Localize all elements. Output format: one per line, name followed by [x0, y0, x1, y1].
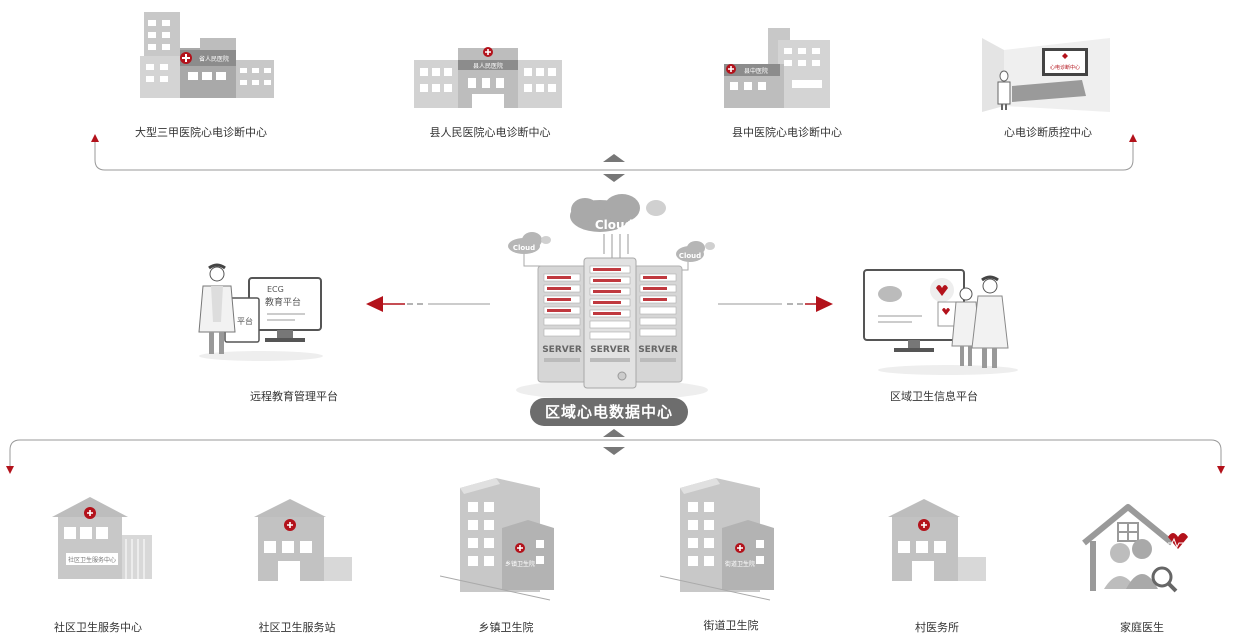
server-right: SERVER: [633, 265, 683, 383]
svg-text:社区卫生服务中心: 社区卫生服务中心: [68, 556, 116, 564]
bottom-node-label-4: 街道卫生院: [703, 619, 759, 632]
svg-text:ECG: ECG: [267, 285, 284, 294]
svg-text:街道卫生院: 街道卫生院: [725, 560, 755, 568]
right-horizontal-arrow: [718, 296, 833, 312]
svg-text:Cloud: Cloud: [679, 252, 701, 260]
bottom-node-label-1: 社区卫生服务中心: [54, 621, 142, 634]
svg-text:县中医院: 县中医院: [744, 67, 768, 75]
top-node-label-3: 县中医院心电诊断中心: [732, 126, 842, 139]
remote-education-icon: ECG 教育平台 平台: [198, 263, 323, 361]
svg-text:心电诊断中心: 心电诊断中心: [1050, 64, 1080, 71]
left-cloud-icon: Cloud: [508, 232, 551, 267]
svg-text:SERVER: SERVER: [590, 345, 630, 355]
bottom-node-label-2: 社区卫生服务站: [258, 621, 336, 634]
tcm-hospital-icon: 县中医院: [724, 28, 830, 108]
svg-text:SERVER: SERVER: [542, 345, 582, 355]
top-updown-arrow: [603, 154, 625, 182]
left-platform-label: 远程教育管理平台: [250, 390, 338, 403]
right-cloud-icon: Cloud: [676, 241, 715, 271]
top-left-arrow: [91, 134, 99, 142]
svg-text:SERVER: SERVER: [638, 345, 678, 355]
bottom-node-label-5: 村医务所: [915, 621, 959, 634]
left-horizontal-arrow: [366, 296, 490, 312]
family-doctor-icon: [1082, 504, 1188, 593]
township-hospital-icon: 乡镇卫生院: [440, 478, 554, 601]
top-node-label-1: 大型三甲医院心电诊断中心: [135, 126, 267, 139]
svg-text:Cloud: Cloud: [513, 244, 535, 252]
bottom-left-arrow: [6, 466, 14, 474]
svg-text:省人民医院: 省人民医院: [199, 55, 229, 63]
large-hospital-icon: 省人民医院: [140, 12, 274, 98]
bottom-connector-line: [9, 439, 1222, 468]
street-hospital-icon: 街道卫生院: [660, 478, 774, 601]
qc-center-icon: 心电诊断中心: [982, 38, 1110, 112]
main-cloud-icon: Cloud: [570, 194, 666, 258]
svg-text:县人民医院: 县人民医院: [473, 62, 503, 70]
data-center-title: 区域心电数据中心: [530, 398, 688, 426]
right-platform-label: 区域卫生信息平台: [890, 390, 978, 403]
bottom-node-label-3: 乡镇卫生院: [478, 621, 534, 634]
server-left: SERVER: [537, 265, 587, 383]
top-node-label-4: 心电诊断质控中心: [1004, 126, 1092, 139]
bottom-updown-arrow: [603, 429, 625, 455]
top-connector-line: [94, 140, 1134, 171]
server-center: SERVER: [583, 257, 637, 389]
bottom-node-label-6: 家庭医生: [1120, 621, 1164, 634]
health-info-platform-icon: [863, 269, 1018, 375]
community-station-icon: [254, 499, 352, 581]
top-node-label-2: 县人民医院心电诊断中心: [429, 126, 551, 139]
village-clinic-icon: [888, 499, 986, 581]
svg-text:Cloud: Cloud: [595, 218, 633, 232]
svg-text:乡镇卫生院: 乡镇卫生院: [505, 560, 535, 568]
top-right-arrow: [1129, 134, 1137, 142]
community-center-icon: 社区卫生服务中心: [52, 497, 152, 579]
bottom-right-arrow: [1217, 466, 1225, 474]
county-hospital-icon: 县人民医院: [414, 47, 562, 108]
data-center-graphic: Cloud Cloud Cloud SERVER: [508, 194, 715, 400]
svg-text:教育平台: 教育平台: [265, 296, 301, 308]
svg-text:平台: 平台: [237, 316, 253, 326]
